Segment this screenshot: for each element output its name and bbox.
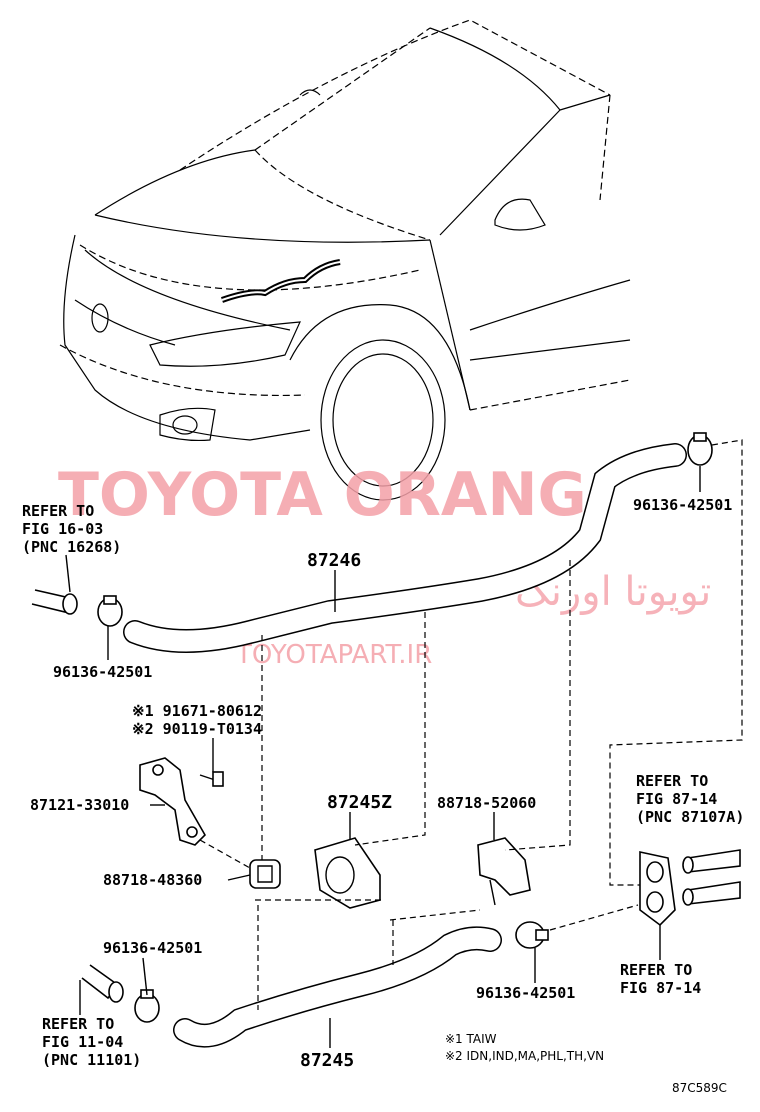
refer-right-bottom-line1: REFER TO xyxy=(620,961,692,979)
refer-right-bottom-line2: FIG 87-14 xyxy=(620,979,701,997)
bracket-87121 xyxy=(139,757,206,846)
clip-88718-52060 xyxy=(477,837,531,906)
hose-87245 xyxy=(173,926,502,1048)
label-bolt-note1: ※1 91671-80612 xyxy=(132,702,262,720)
refer-left-bottom-line3: (PNC 11101) xyxy=(42,1051,141,1069)
pipe-left-upper xyxy=(31,589,78,615)
car-outline xyxy=(59,19,631,501)
label-grommet-mid: 87245Z xyxy=(327,792,392,813)
leader-lines xyxy=(65,466,701,1048)
label-bracket: 87121-33010 xyxy=(30,796,129,814)
refer-right-top-line2: FIG 87-14 xyxy=(636,790,717,808)
watermark-url: TOYOTAPART.IR xyxy=(235,640,432,670)
footnote-1: ※1 TAIW xyxy=(445,1032,497,1046)
refer-left-top-line2: FIG 16-03 xyxy=(22,520,103,538)
clamp-left-upper xyxy=(97,595,123,627)
pipes-right xyxy=(682,849,741,906)
labels: REFER TO FIG 16-03 (PNC 16268) 96136-425… xyxy=(22,496,744,1095)
label-clip-left: 88718-48360 xyxy=(103,871,202,889)
label-clamp-left-mid: 96136-42501 xyxy=(53,663,152,681)
label-hose-87245: 87245 xyxy=(300,1050,354,1071)
footnote-2: ※2 IDN,IND,MA,PHL,TH,VN xyxy=(445,1049,604,1063)
figure-code: 87C589C xyxy=(672,1081,727,1095)
clip-88718-48360 xyxy=(249,859,281,889)
refer-left-bottom-line2: FIG 11-04 xyxy=(42,1033,123,1051)
watermark-main: TOYOTA ORANG xyxy=(58,460,587,530)
pipe-left-lower xyxy=(81,964,124,1003)
label-clamp-bottom-mid: 96136-42501 xyxy=(476,984,575,1002)
grommet-right xyxy=(639,851,676,927)
clamp-top-right xyxy=(687,432,713,466)
refer-left-bottom-line1: REFER TO xyxy=(42,1015,114,1033)
label-clamp-top-right: 96136-42501 xyxy=(633,496,732,514)
refer-left-top-line1: REFER TO xyxy=(22,502,94,520)
assembly-lines xyxy=(199,439,743,1010)
label-clip-right: 88718-52060 xyxy=(437,794,536,812)
hose-87246 xyxy=(123,443,687,653)
clamp-bottom-mid xyxy=(515,921,549,949)
grommet-87245z xyxy=(314,837,381,909)
label-bolt-note2: ※2 90119-T0134 xyxy=(132,720,262,738)
label-hose-87246: 87246 xyxy=(307,550,361,571)
label-clamp-left-low: 96136-42501 xyxy=(103,939,202,957)
refer-right-top-line3: (PNC 87107A) xyxy=(636,808,744,826)
refer-right-top-line1: REFER TO xyxy=(636,772,708,790)
refer-left-top-line3: (PNC 16268) xyxy=(22,538,121,556)
bolt xyxy=(199,771,224,787)
